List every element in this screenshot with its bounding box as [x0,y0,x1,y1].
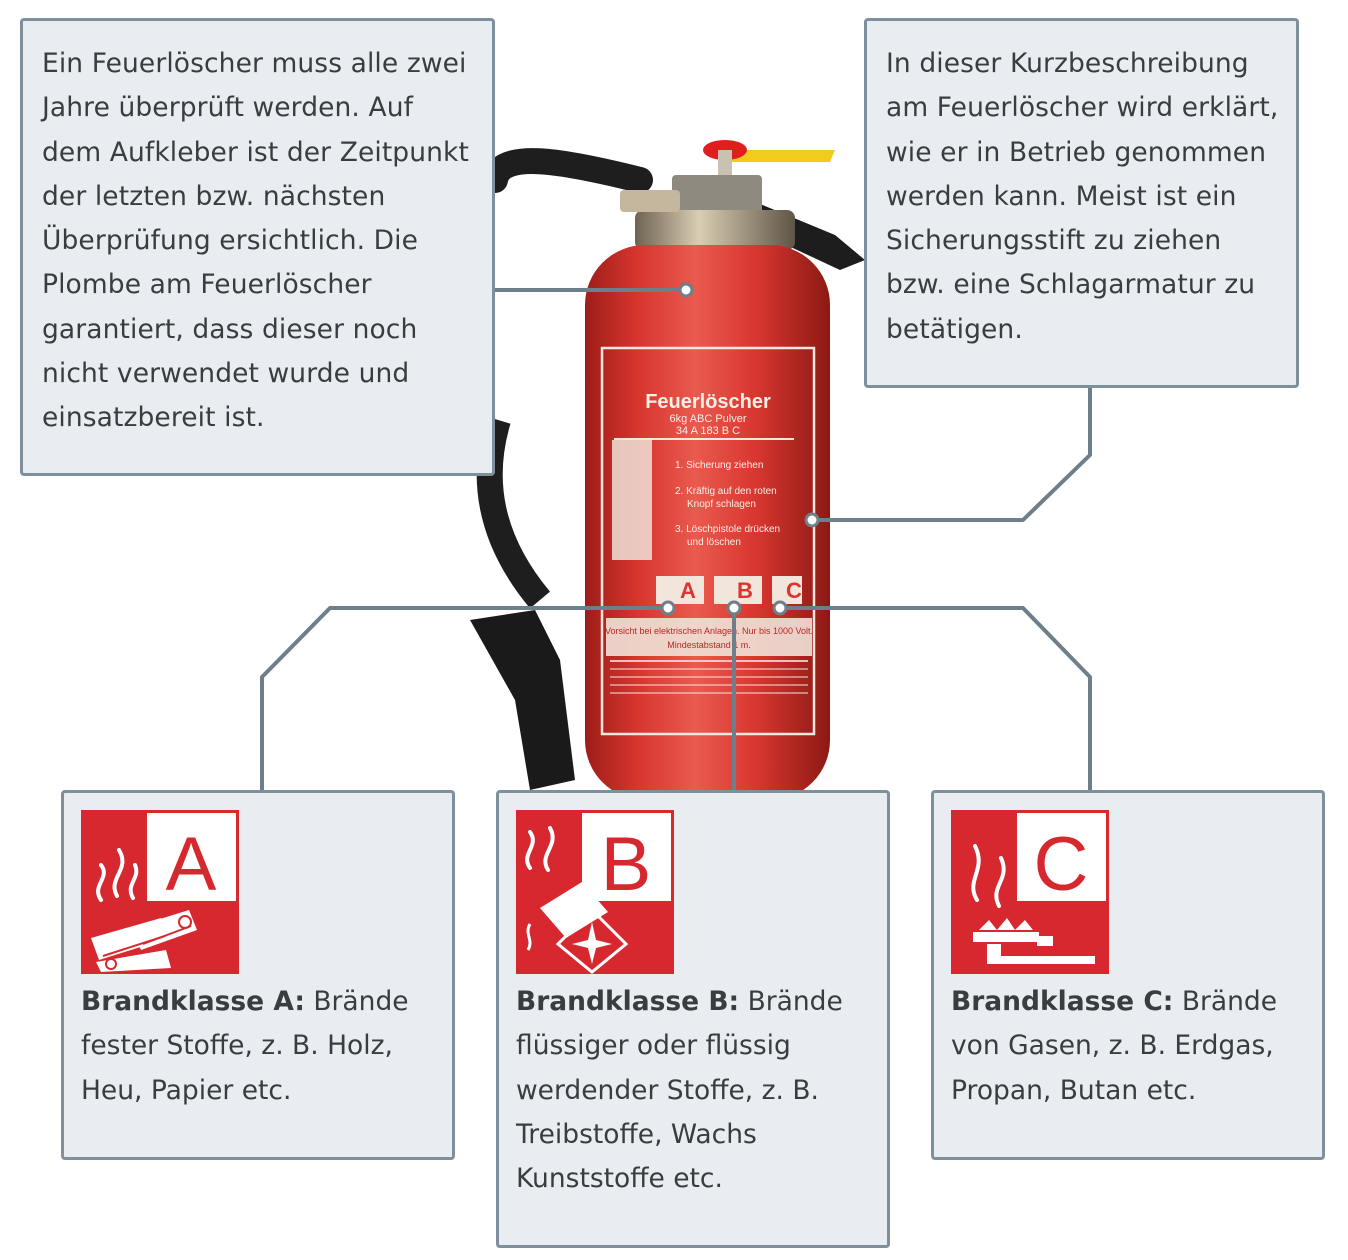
svg-text:A: A [680,578,696,603]
svg-text:B: B [737,578,753,603]
label-step-3: 3. Löschpistole drücken [675,524,780,535]
flame-icon [525,826,555,872]
label-step-2b: Knopf schlagen [687,499,756,510]
connector-class-c [780,606,1092,790]
callout-line: garantiert, dass dieser noch [42,313,418,345]
label-warning: Vorsicht bei elektrischen Anlagen. Nur b… [605,626,813,636]
fire-class-a-sign: A [81,810,239,974]
svg-text:C: C [786,578,802,603]
callout-line: wie er in Betrieb genommen [886,136,1267,168]
flame-icon [971,844,1006,908]
fire-class-c-letter: C [1034,822,1089,907]
class-line: Brände [1181,986,1278,1017]
label-step-3b: und löschen [687,537,741,548]
fire-class-c-card: C Brandklasse C: Brände von Gasen, z. B.… [931,790,1325,1160]
callout-line: bzw. eine Schlagarmatur zu [886,269,1256,301]
dot-class-c [772,600,788,616]
callout-line: In dieser Kurzbeschreibung [886,48,1249,79]
class-line: Brände [313,986,409,1017]
class-line: Heu, Papier etc. [81,1074,292,1106]
class-line: fester Stoffe, z. B. Holz, [81,1030,393,1062]
class-line: flüssiger oder flüssig [516,1030,791,1062]
connector-class-a [260,606,668,790]
label-title: Feuerlöscher [645,391,771,413]
class-line: von Gasen, z. B. Erdgas, [951,1030,1274,1062]
fire-class-b-heading: Brandklasse B: [516,986,740,1017]
gas-burner-icon [973,918,1095,964]
fire-class-b-card: B Brandklasse B: Brände flüssiger oder f… [496,790,890,1248]
callout-line: am Feuerlöscher wird erklärt, [886,92,1279,124]
label-distance: Mindestabstand 1 m. [667,640,751,650]
callout-inspection: Ein Feuerlöscher muss alle zwei Jahre üb… [20,18,495,476]
callout-line: Plombe am Feuerlöscher [42,269,372,301]
dot-instructions [804,512,820,528]
fire-class-a-description: Brandklasse A: Brände fester Stoffe, z. … [81,980,438,1113]
callout-line: Sicherungsstift zu ziehen [886,225,1222,257]
label-step-1: 1. Sicherung ziehen [675,460,763,471]
fire-class-a-card: A Brandklasse A: Brände fester Stoffe, z… [61,790,455,1160]
flame-icon [96,848,139,902]
callout-instructions: In dieser Kurzbeschreibung am Feuerlösch… [864,18,1299,388]
fire-class-a-heading: Brandklasse A: [81,986,305,1017]
callout-line: einsatzbereit ist. [42,402,265,434]
class-line: Kunststoffe etc. [516,1163,723,1195]
class-line: Propan, Butan etc. [951,1074,1197,1106]
callout-line: Jahre überprüft werden. Auf [42,92,414,124]
label-subtitle: 6kg ABC Pulver [669,413,746,425]
callout-line: Ein Feuerlöscher muss alle zwei [42,48,467,79]
callout-line: betätigen. [886,313,1023,345]
callout-line: der letzten bzw. nächsten [42,180,386,212]
dot-class-a [660,600,676,616]
callout-line: nicht verwendet wurde und [42,358,410,390]
dot-class-b [726,600,742,616]
connector-right-callout [812,388,1092,522]
canister-icon [526,882,629,974]
fire-class-a-letter: A [166,822,217,907]
callout-line: werden kann. Meist ist ein [886,180,1237,212]
class-line: werdender Stoffe, z. B. [516,1074,819,1106]
fire-class-b-letter: B [601,822,652,907]
dot-plombe [678,282,694,298]
class-line: Brände [747,986,843,1017]
fire-class-c-description: Brandklasse C: Brände von Gasen, z. B. E… [951,980,1308,1113]
fire-class-b-sign: B [516,810,674,974]
fire-extinguisher-illustration: Feuerlöscher 6kg ABC Pulver 34 A 183 B C… [470,140,865,800]
fire-class-c-sign: C [951,810,1109,974]
fire-class-c-heading: Brandklasse C: [951,986,1174,1017]
callout-line: dem Aufkleber ist der Zeitpunkt [42,136,469,168]
callout-line: Überprüfung ersichtlich. Die [42,225,419,257]
fire-class-b-description: Brandklasse B: Brände flüssiger oder flü… [516,980,873,1201]
label-step-2: 2. Kräftig auf den roten [675,486,777,497]
label-rating: 34 A 183 B C [676,425,740,437]
class-line: Treibstoffe, Wachs [516,1118,757,1150]
